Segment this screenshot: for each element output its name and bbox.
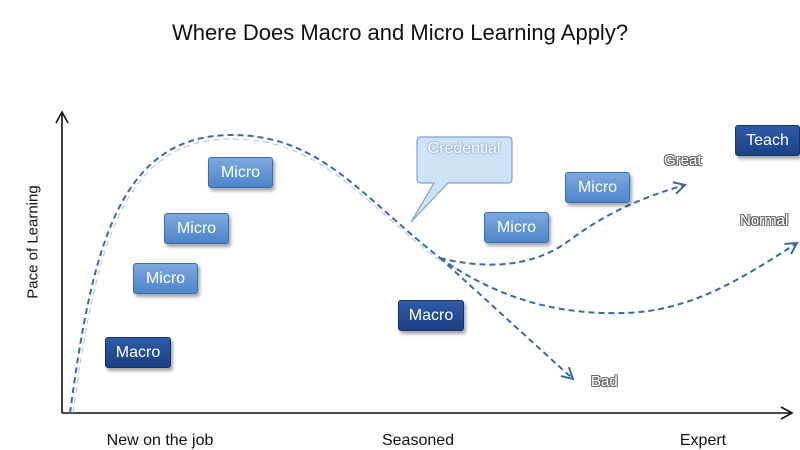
x-axis-label-new: New on the job [106, 432, 214, 449]
learning-curve-shadow [72, 138, 442, 414]
micro-box: Micro [164, 213, 229, 244]
normal-label: Normal [740, 212, 789, 229]
normal-trend-line [439, 241, 799, 315]
bad-label: Bad [591, 373, 618, 390]
micro-box: Micro [565, 172, 630, 203]
great-trend-line [439, 181, 688, 266]
y-axis-label: Pace of Learning [24, 185, 42, 299]
credential-callout-bubble [410, 136, 513, 223]
diagram-title: Where Does Macro and Micro Learning Appl… [171, 20, 629, 45]
x-axis-label-expert: Expert [679, 432, 727, 449]
micro-box: Micro [208, 157, 273, 188]
macro-box: Macro [105, 337, 171, 368]
micro-box: Micro [484, 212, 549, 243]
micro-box: Micro [133, 263, 198, 294]
teach-box: Teach [735, 125, 800, 156]
great-label: Great [664, 152, 702, 169]
learning-curve [69, 133, 441, 414]
credential-callout-text: Credential [427, 140, 501, 157]
x-axis-label-seasoned: Seasoned [381, 432, 455, 449]
macro-box: Macro [398, 300, 464, 331]
